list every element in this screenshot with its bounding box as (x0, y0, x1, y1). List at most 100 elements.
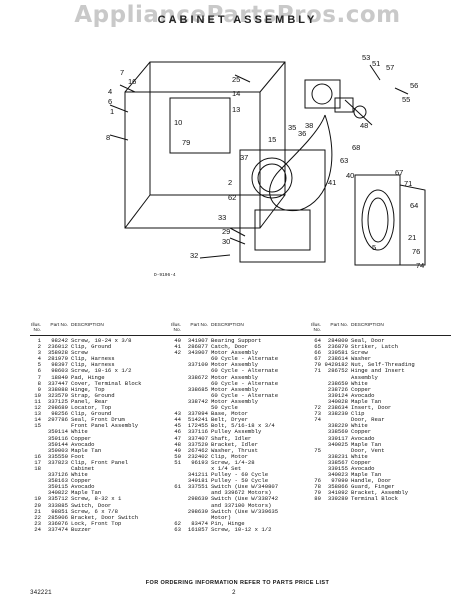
cell-desc: Copper (71, 478, 92, 485)
cell-part: 341092 (327, 490, 348, 497)
diagram-callouts: 7 16 4 6 1 8 25 14 13 53 51 57 56 55 10 … (106, 53, 424, 270)
cell-ill: 76 (314, 478, 321, 485)
page-title: CABINET ASSEMBLY (157, 14, 318, 26)
callout: 32 (190, 251, 198, 260)
cell-ill: 10 (34, 392, 41, 399)
cell-desc: 50 Cycle (211, 405, 238, 412)
cell-part: 335712 (47, 496, 68, 503)
cell-part: 298689 (47, 405, 68, 412)
cell-part: 359114 (47, 429, 68, 436)
callout: 62 (228, 193, 236, 202)
exploded-diagram: 7 16 4 6 1 8 25 14 13 53 51 57 56 55 10 … (106, 53, 426, 270)
cell-part: 284800 (327, 338, 348, 344)
table-header: Illus. No.Part No.DESCRIPTION (30, 323, 171, 336)
callout: 15 (268, 135, 276, 144)
cell-part: 337474 (47, 526, 68, 533)
cell-ill: 40 (174, 338, 181, 344)
callout: 1 (110, 107, 114, 116)
cell-desc: White (351, 423, 368, 430)
cell-part: 337125 (47, 398, 68, 405)
cell-ill: 50 (174, 453, 181, 460)
cell-ill: 74 (314, 417, 321, 424)
cell-desc: Panel, Rear (71, 398, 108, 405)
cell-ill: 16 (34, 453, 41, 460)
cell-desc: Maple Tan (351, 398, 382, 405)
callout: 63 (340, 156, 348, 165)
cell-ill: 64 (314, 338, 321, 344)
callout: 30 (222, 237, 230, 246)
callout: 13 (232, 105, 240, 114)
cell-part: 359116 (47, 435, 68, 442)
cell-desc: Copper (351, 386, 372, 393)
cell-desc: White (71, 472, 88, 479)
cell-desc: Pulley - 60 Cycle (211, 472, 269, 479)
cell-part: 338685 (187, 386, 208, 393)
cell-part: 297786 (47, 417, 68, 424)
cell-ill: 65 (314, 344, 321, 351)
cell-desc: Door, Vent (351, 447, 385, 454)
cell-part: 236012 (47, 344, 68, 351)
figure-code: D-9196-4 (154, 273, 176, 278)
cell-part: 238634 (327, 405, 348, 412)
cell-desc: 60 Cycle - Alternate (211, 356, 279, 363)
cell-part: 267462 (187, 447, 208, 454)
cell-ill: 2 (37, 344, 41, 351)
cell-part: 341211 (187, 472, 208, 479)
cell-desc: Clip, Ground (71, 344, 112, 351)
cell-desc: Clip, Harness (71, 356, 115, 363)
cell-part: 238659 (327, 380, 348, 387)
cell-part: 340028 (327, 398, 348, 405)
watermark: AppliancePartsPros.com (74, 2, 401, 28)
callout: 21 (408, 233, 416, 242)
cell-ill: 11 (34, 398, 41, 405)
table-row: x 1/4 Set (170, 466, 311, 472)
callout: 79 (182, 138, 190, 147)
cell-desc: Avocado (351, 465, 375, 472)
cell-ill: 43 (174, 411, 181, 418)
cell-desc: Screw (351, 350, 368, 357)
cell-ill: 9 (37, 386, 41, 393)
cell-ill: 7 (37, 374, 41, 381)
cell-desc: Maple Tan (351, 441, 382, 448)
cell-desc: Door, Rear (351, 417, 385, 424)
cell-part: 96193 (191, 459, 208, 466)
callout: 2 (228, 178, 232, 187)
cell-desc: Clip, Ground (71, 411, 112, 418)
cell-desc: Washer (351, 356, 372, 363)
cell-desc: Maple Tan (71, 447, 102, 454)
cell-ill: 14 (34, 417, 41, 424)
cell-desc: Buzzer (71, 526, 92, 533)
header-part: Part No. (190, 323, 208, 328)
cell-part: 338229 (327, 423, 348, 430)
cell-desc: Bearing Support (211, 338, 262, 344)
callout: 76 (412, 247, 420, 256)
callout: 25 (232, 75, 240, 84)
cell-ill: 42 (174, 350, 181, 357)
cell-ill: 19 (34, 496, 41, 503)
cell-ill: 46 (174, 429, 181, 436)
cell-desc: Cover, Terminal Block (71, 380, 142, 387)
cell-desc: Switch (Use W/338742 (211, 496, 279, 503)
cell-desc: 60 Cycle - Alternate (211, 392, 279, 399)
callout: 37 (240, 153, 248, 162)
